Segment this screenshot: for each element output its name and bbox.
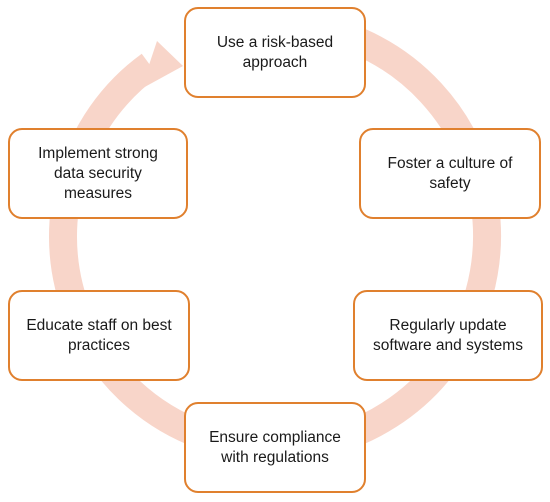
step-label: Ensure compliance with regulations <box>209 428 341 466</box>
cycle-ring-arc <box>49 29 501 463</box>
step-risk-based-approach: Use a risk-based approach <box>184 7 366 98</box>
step-label: Foster a culture of safety <box>387 154 513 192</box>
cycle-arrowhead <box>141 41 183 89</box>
step-educate-staff: Educate staff on best practices <box>8 290 190 381</box>
step-label: Regularly update software and systems <box>373 316 523 354</box>
step-culture-of-safety: Foster a culture of safety <box>359 128 541 219</box>
step-data-security: Implement strong data security measures <box>8 128 188 219</box>
step-label: Educate staff on best practices <box>26 316 172 354</box>
step-label: Implement strong data security measures <box>38 144 158 202</box>
step-label: Use a risk-based approach <box>216 33 334 71</box>
step-ensure-compliance: Ensure compliance with regulations <box>184 402 366 493</box>
step-update-software: Regularly update software and systems <box>353 290 543 381</box>
